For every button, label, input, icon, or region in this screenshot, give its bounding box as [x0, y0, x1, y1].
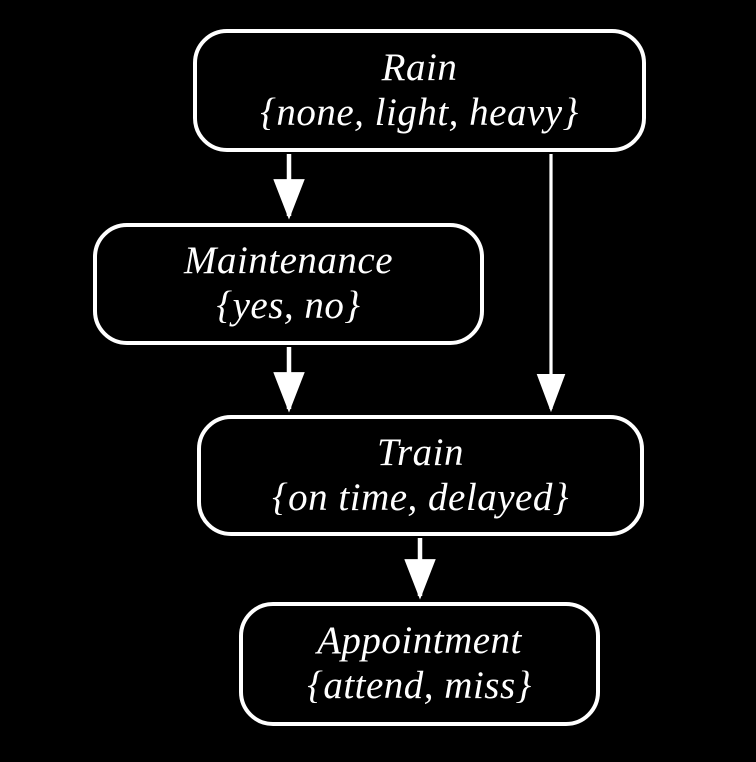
node-appointment-states: {attend, miss} [307, 664, 532, 707]
node-appointment-title: Appointment [317, 619, 522, 663]
node-maintenance-title: Maintenance [183, 239, 394, 283]
node-rain-title: Rain [381, 45, 458, 89]
node-train[interactable]: Train {on time, delayed} [197, 415, 644, 536]
node-rain-states: {none, light, heavy} [260, 90, 579, 134]
node-train-states: {on time, delayed} [272, 475, 569, 519]
node-train-title: Train [376, 430, 465, 474]
node-appointment[interactable]: Appointment {attend, miss} [239, 602, 600, 726]
node-rain[interactable]: Rain {none, light, heavy} [193, 29, 646, 152]
node-maintenance-states: {yes, no} [216, 284, 361, 327]
node-maintenance[interactable]: Maintenance {yes, no} [93, 223, 484, 345]
